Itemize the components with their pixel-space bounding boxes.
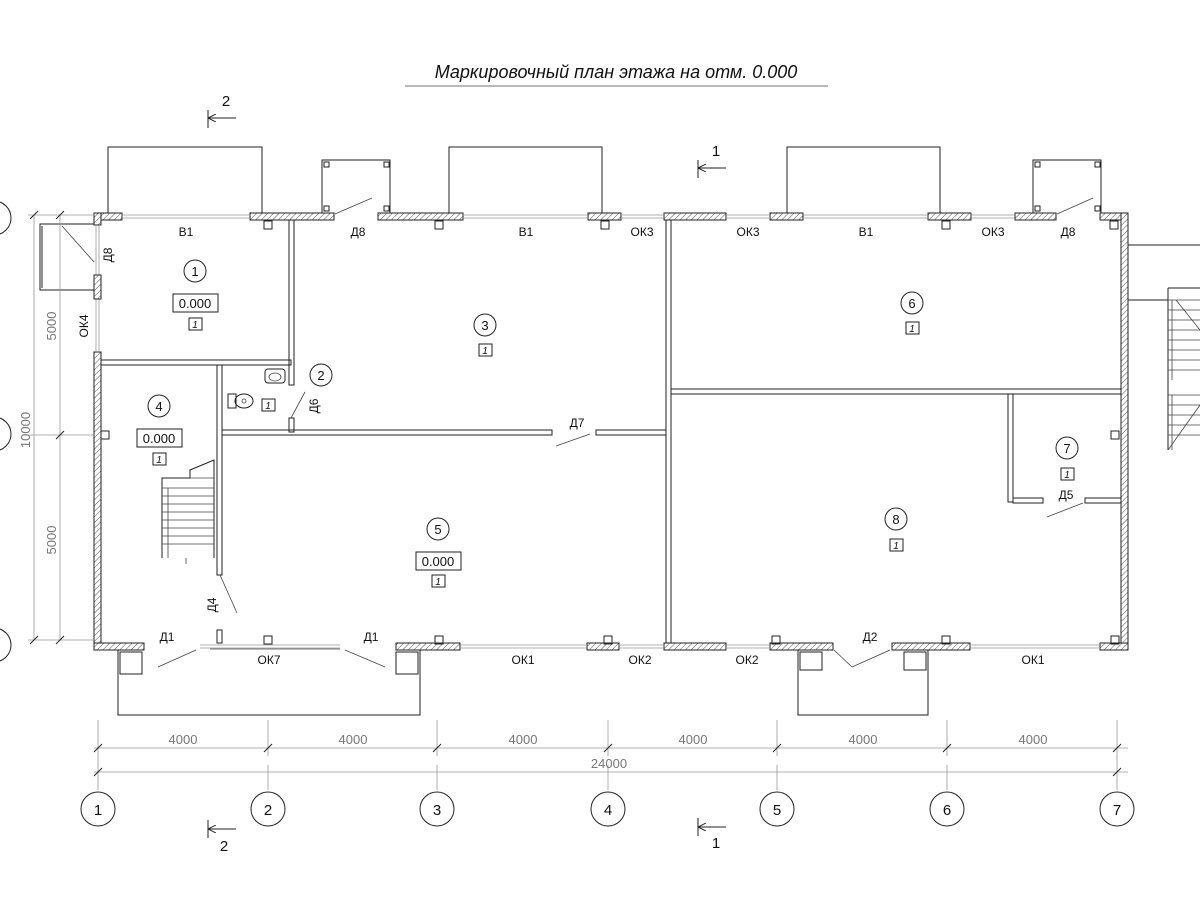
opening-label: Д5 bbox=[1059, 488, 1074, 502]
room-number: 4 bbox=[155, 399, 162, 414]
opening-label: ОК2 bbox=[736, 653, 759, 667]
axis-label: 1 bbox=[94, 802, 102, 819]
opening-label: Д1 bbox=[160, 630, 175, 644]
dimension-label: 4000 bbox=[849, 732, 878, 747]
porches bbox=[39, 146, 1200, 716]
axis-label: 3 bbox=[433, 802, 441, 819]
right-stair-treads bbox=[1168, 299, 1200, 436]
dimension-label: 4000 bbox=[509, 732, 538, 747]
opening-label: ОК3 bbox=[737, 225, 760, 239]
room-tag: 1 bbox=[192, 320, 198, 331]
interior-partitions bbox=[93, 219, 1122, 644]
opening-label: ОК1 bbox=[512, 653, 535, 667]
toilet-icon bbox=[227, 393, 254, 409]
dimension-total: 24000 bbox=[591, 756, 627, 771]
svg-text:2: 2 bbox=[222, 93, 230, 110]
room-2: 2 1 bbox=[261, 363, 333, 412]
opening-label: ОК7 bbox=[258, 653, 281, 667]
dimension-label: 4000 bbox=[679, 732, 708, 747]
opening-label: Д2 bbox=[863, 630, 878, 644]
axis-label: 7 bbox=[1113, 802, 1121, 819]
opening-label: Д7 bbox=[570, 416, 585, 430]
opening-label: Д6 bbox=[307, 398, 321, 413]
room-number: 6 bbox=[908, 296, 915, 311]
section-mark-top-1: 1 bbox=[697, 143, 726, 178]
room-6: 6 1 bbox=[900, 291, 924, 335]
left-axis-bubbles bbox=[0, 201, 12, 662]
dimension-label: 4000 bbox=[169, 732, 198, 747]
room-5: 5 0.000 1 bbox=[415, 517, 462, 588]
external-walls bbox=[93, 212, 1129, 651]
opening-label: ОК4 bbox=[77, 314, 91, 337]
opening-label: В1 bbox=[859, 225, 874, 239]
opening-labels-bottom: Д1 ОК7 Д1 ОК1 ОК2 ОК2 Д2 ОК1 bbox=[160, 630, 1045, 667]
opening-labels-interior: Д6 Д7 Д4 Д5 bbox=[205, 398, 1074, 612]
left-dimension-chain: 5000 10000 5000 bbox=[18, 210, 94, 645]
room-1: 1 0.000 1 bbox=[172, 259, 219, 331]
room-elevation: 0.000 bbox=[143, 431, 176, 446]
opening-label: В1 bbox=[179, 225, 194, 239]
section-mark-bottom-2: 2 bbox=[207, 820, 236, 855]
door-swings bbox=[61, 197, 1094, 668]
room-elevation: 0.000 bbox=[179, 296, 212, 311]
room-tag: 1 bbox=[435, 577, 441, 588]
room-elevation: 0.000 bbox=[422, 554, 455, 569]
opening-label: Д4 bbox=[205, 597, 219, 612]
axis-label: 4 bbox=[604, 802, 612, 819]
opening-label: Д8 bbox=[101, 247, 115, 262]
room-tag: 1 bbox=[156, 455, 162, 466]
room-number: 8 bbox=[892, 512, 899, 527]
svg-text:2: 2 bbox=[220, 838, 228, 855]
room-4: 4 0.000 1 bbox=[136, 394, 183, 466]
room-7: 7 1 bbox=[1055, 436, 1079, 481]
room-number: 3 bbox=[481, 318, 488, 333]
opening-label: Д8 bbox=[351, 225, 366, 239]
opening-label: В1 bbox=[519, 225, 534, 239]
dimension-label: 4000 bbox=[1019, 732, 1048, 747]
room-3: 3 1 bbox=[473, 313, 497, 357]
room-8: 8 1 bbox=[884, 507, 908, 552]
room-tag: 1 bbox=[909, 324, 915, 335]
room-tag: 1 bbox=[893, 541, 899, 552]
axis-label: 6 bbox=[943, 802, 951, 819]
room-tag: 1 bbox=[482, 346, 488, 357]
axis-label: 5 bbox=[773, 802, 781, 819]
dimension-label: 4000 bbox=[339, 732, 368, 747]
room-tag: 1 bbox=[265, 401, 271, 412]
opening-labels-left: Д8 ОК4 bbox=[77, 247, 115, 337]
svg-text:1: 1 bbox=[712, 835, 720, 852]
dimension-label: 10000 bbox=[18, 412, 33, 448]
svg-text:1: 1 bbox=[712, 143, 720, 160]
section-mark-top-2: 2 bbox=[207, 93, 236, 128]
axis-label: 2 bbox=[264, 802, 272, 819]
opening-label: Д8 bbox=[1061, 225, 1076, 239]
dimension-chain: 4000 4000 4000 4000 4000 4000 24000 bbox=[93, 720, 1128, 790]
room-number: 5 bbox=[434, 522, 441, 537]
dimension-label: 5000 bbox=[44, 312, 59, 341]
dimension-label: 5000 bbox=[44, 526, 59, 555]
room-number: 1 bbox=[191, 264, 198, 279]
staircase bbox=[161, 459, 215, 564]
axis-bubbles: 1 2 3 4 5 6 7 bbox=[80, 791, 1135, 827]
column-stubs bbox=[100, 220, 1120, 645]
opening-label: ОК2 bbox=[629, 653, 652, 667]
plan-title: Маркировочный план этажа на отм. 0.000 bbox=[435, 62, 798, 82]
room-number: 7 bbox=[1063, 441, 1070, 456]
window-lines bbox=[95, 214, 1100, 649]
sink-icon bbox=[264, 368, 286, 384]
room-tag: 1 bbox=[1064, 470, 1070, 481]
room-number: 2 bbox=[317, 368, 324, 383]
opening-label: ОК3 bbox=[982, 225, 1005, 239]
opening-label: ОК3 bbox=[631, 225, 654, 239]
opening-label: ОК1 bbox=[1022, 653, 1045, 667]
opening-labels-top: В1 Д8 В1 ОК3 ОК3 В1 ОК3 Д8 bbox=[179, 225, 1076, 239]
section-mark-bottom-1: 1 bbox=[697, 818, 726, 852]
opening-label: Д1 bbox=[364, 630, 379, 644]
